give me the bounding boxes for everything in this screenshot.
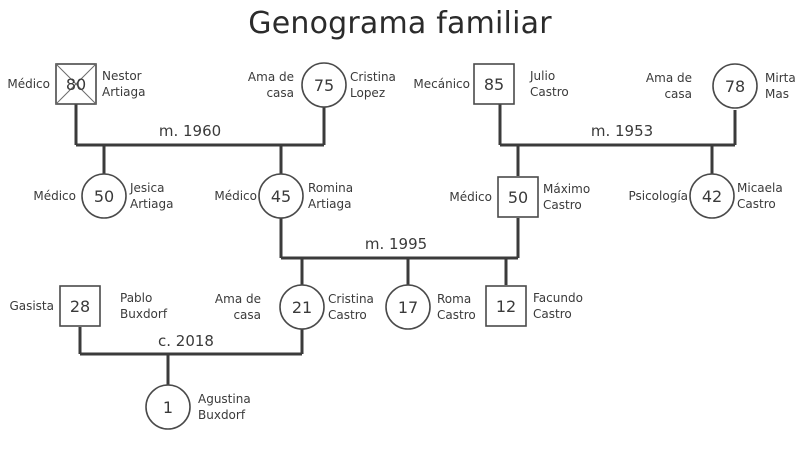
roma-age: 17 [398,298,418,317]
roma-name: Roma [437,292,471,306]
mirta-name: Mirta [765,71,796,85]
cristinaC-age: 21 [292,298,312,317]
maximo-male-square [497,176,539,218]
romina-female-circle [258,173,304,219]
relationship-label-artiaga-castro: m. 1995 [365,235,427,253]
agustina-female-circle [145,384,191,430]
romina-occupation: Médico [214,189,257,203]
relationship-label-buxdorf-castro: c. 2018 [158,332,214,350]
jesica-female-circle [81,173,127,219]
nestor-name: Artiaga [102,85,146,99]
julio-name: Julio [529,69,555,83]
nestor-occupation: Médico [7,77,50,91]
julio-name: Castro [530,85,569,99]
relationship-label-castro-mas: m. 1953 [591,122,653,140]
mirta-name: Mas [765,87,789,101]
micaela-age: 42 [702,187,722,206]
maximo-name: Máximo [543,182,590,196]
pablo-occupation: Gasista [9,299,54,313]
cristinaC-occupation: Ama de [215,292,261,306]
relationship-label-artiaga-lopez: m. 1960 [159,122,221,140]
jesica-name: Jesica [129,181,164,195]
julio-age: 85 [484,75,504,94]
facundo-name: Castro [533,307,572,321]
nestor-deceased-cross [55,63,97,105]
agustina-age: 1 [163,398,173,417]
mirta-occupation: Ama de [646,71,692,85]
facundo-name: Facundo [533,291,583,305]
nestor-name: Nestor [102,69,142,83]
jesica-age: 50 [94,187,114,206]
nestor-age: 80 [66,75,86,94]
roma-female-circle [385,284,431,330]
micaela-occupation: Psicología [628,189,688,203]
cristinaC-female-circle [279,284,325,330]
pablo-name: Pablo [120,291,152,305]
agustina-name: Agustina [198,392,251,406]
cristina-age: 75 [314,76,334,95]
cristina-name: Lopez [350,86,385,100]
romina-age: 45 [271,187,291,206]
cristina-name: Cristina [350,70,396,84]
romina-name: Artiaga [308,197,352,211]
julio-occupation: Mecánico [413,77,470,91]
jesica-occupation: Médico [33,189,76,203]
cristinaC-occupation: casa [233,308,261,322]
jesica-name: Artiaga [130,197,174,211]
micaela-name: Castro [737,197,776,211]
page-title: Genograma familiar [248,6,552,41]
roma-name: Castro [437,308,476,322]
pablo-age: 28 [70,297,90,316]
cristinaC-name: Cristina [328,292,374,306]
micaela-name: Micaela [737,181,783,195]
cristina-occupation: Ama de [248,70,294,84]
micaela-female-circle [689,173,735,219]
pablo-male-square [59,285,101,327]
maximo-name: Castro [543,198,582,212]
romina-name: Romina [308,181,353,195]
mirta-female-circle [712,63,758,109]
pablo-name: Buxdorf [120,307,168,321]
mirta-age: 78 [725,77,745,96]
maximo-occupation: Médico [449,190,492,204]
julio-male-square [473,63,515,105]
facundo-male-square [485,285,527,327]
cristina-occupation: casa [266,86,294,100]
maximo-age: 50 [508,188,528,207]
cristinaC-name: Castro [328,308,367,322]
agustina-name: Buxdorf [198,408,246,422]
facundo-age: 12 [496,297,516,316]
cristina-female-circle [301,62,347,108]
mirta-occupation: casa [664,87,692,101]
